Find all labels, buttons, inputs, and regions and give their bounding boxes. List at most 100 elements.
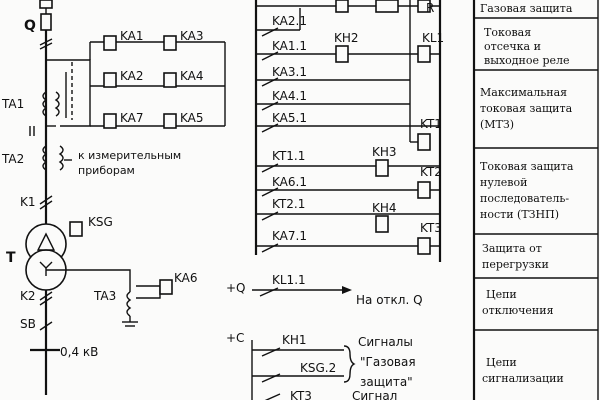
coil-kh4-label: KH4 xyxy=(372,201,397,215)
coil-kt2 xyxy=(417,181,431,199)
relay-ka3 xyxy=(163,35,177,51)
coil-kt1-label: KT1 xyxy=(420,117,442,131)
contact-ka2-1-label: KA2.1 xyxy=(272,14,307,28)
legend-row-4-line-0: Защита от xyxy=(482,242,542,255)
sb-label: SB xyxy=(20,317,36,331)
sig-text1-line2: "Газовая xyxy=(360,355,416,369)
contact-ka1-1-label: KA1.1 xyxy=(272,39,307,53)
contact-kl1-1-label: KL1.1 xyxy=(272,273,306,287)
contact-ka7-1 xyxy=(261,243,279,253)
contact-ka7-1-label: KA7.1 xyxy=(272,229,307,243)
disconnector-mark xyxy=(39,38,53,46)
k2-label: K2 xyxy=(20,289,36,303)
contact-ka3-1 xyxy=(261,77,279,87)
legend-row-2-line-2: (МТЗ) xyxy=(480,118,514,131)
ka6-loop xyxy=(136,285,161,299)
legend-row-5-line-1: отключения xyxy=(482,304,554,317)
k2-mark xyxy=(39,296,53,306)
contact-row-ka7-1: KA7.1 KT3 xyxy=(256,221,442,255)
relay-ksg-label: KSG xyxy=(88,215,113,229)
ta3-coil xyxy=(126,291,132,317)
contact-ka1-1 xyxy=(261,51,279,61)
resistor-r xyxy=(417,0,431,13)
signal-circuit: +C KH1 KSG.2 Сигналы "Газовая защита" KT… xyxy=(226,331,416,400)
trip-circuit: +Q KL1.1 На откл. Q xyxy=(226,273,423,307)
relay-ka5-label: KA5 xyxy=(180,111,204,125)
k1-label: K1 xyxy=(20,195,36,209)
contact-kt3-label: KT3 xyxy=(290,389,312,400)
trip-arrow xyxy=(342,286,352,294)
legend-row-6-line-1: сигнализации xyxy=(482,372,564,385)
coil-top xyxy=(335,0,349,13)
legend-row-2-line-0: Максимальная xyxy=(480,86,567,99)
contact-ka5-1 xyxy=(261,123,279,133)
contact-ka2-1 xyxy=(261,27,279,37)
breaker-label: Q xyxy=(24,18,36,34)
contact-ka4-1 xyxy=(261,101,279,111)
ta1-coil xyxy=(42,91,48,117)
contact-kt1-1 xyxy=(261,163,279,173)
contact-kh1-label: KH1 xyxy=(282,333,307,347)
contact-ka4-1-label: KA4.1 xyxy=(272,89,307,103)
contact-ksg-2 xyxy=(261,373,281,383)
relay-ksg xyxy=(69,221,83,237)
contact-row-kt2-1: KT2.1 KH4 xyxy=(256,197,440,233)
trip-bus-label: +Q xyxy=(226,281,246,295)
relay-ka1 xyxy=(103,35,117,51)
contact-row-ka4-1: KA4.1 xyxy=(256,89,410,111)
ta3-label: TA3 xyxy=(93,289,116,303)
legend-table: Газовая защита Токовая отсечка и выходно… xyxy=(472,0,599,400)
coil-kt3-label: KT3 xyxy=(420,221,442,235)
contact-kt1-1-label: KT1.1 xyxy=(272,149,305,163)
relay-ka5 xyxy=(163,113,177,129)
contact-ka6-1-label: KA6.1 xyxy=(272,175,307,189)
k1-mark xyxy=(39,195,53,205)
ta2-coil-2 xyxy=(58,145,64,171)
ta1-coil-2 xyxy=(54,91,60,117)
coil-kl1 xyxy=(417,45,431,63)
legend-row-2-line-1: токовая защита xyxy=(480,102,573,115)
coil-kh3 xyxy=(375,159,389,177)
legend-row-1-line-2: выходное реле xyxy=(484,54,570,67)
contact-kl1-1 xyxy=(259,287,279,297)
bus-stub xyxy=(39,0,53,9)
disconnector-mark xyxy=(39,42,53,50)
contact-kt2-1 xyxy=(261,211,279,221)
contact-row-ka5-1: KA5.1 KT1 xyxy=(256,111,442,151)
coil-kh2-label: KH2 xyxy=(334,31,359,45)
signal-brace xyxy=(343,345,356,383)
legend-row-1-line-0: Токовая xyxy=(484,26,531,39)
signal-bus-label: +C xyxy=(226,331,244,345)
contact-row-ka1-1: KA1.1 KH2 KL1 xyxy=(256,0,444,126)
contact-row-ka3-1: KA3.1 xyxy=(256,65,410,87)
coil-kh4 xyxy=(375,215,389,233)
coil-kh3-label: KH3 xyxy=(372,145,397,159)
legend-row-1-line-1: отсечка и xyxy=(484,40,541,53)
primary-scheme: Q TA1 KA1 KA3 KA2 KA4 KA7 KA5 xyxy=(1,0,226,395)
trip-text: На откл. Q xyxy=(356,293,423,307)
relay-ka3-label: KA3 xyxy=(180,29,204,43)
relay-ka7-label: KA7 xyxy=(120,111,144,125)
ta2-label: TA2 xyxy=(1,152,24,166)
relay-ka6 xyxy=(159,279,173,295)
contact-kt3 xyxy=(264,393,281,400)
contact-ka3-1-label: KA3.1 xyxy=(272,65,307,79)
contact-row-ka2-1: KA2.1 xyxy=(256,8,307,37)
ta1-label: TA1 xyxy=(1,97,24,111)
contact-ksg-2-label: KSG.2 xyxy=(300,361,336,375)
contact-kt2-1-label: KT2.1 xyxy=(272,197,305,211)
coil-kt3 xyxy=(417,237,431,255)
contact-kh1 xyxy=(261,347,281,357)
secondary-scheme: R KA2.1 KA1.1 KH2 KL1 KA3.1 KA4.1 xyxy=(226,0,444,400)
coil-kt2-label: KT2 xyxy=(420,165,442,179)
legend-row-0-line-0: Газовая защита xyxy=(480,2,573,15)
relay-ka7 xyxy=(103,113,117,129)
ta2-note-line2: приборам xyxy=(78,164,135,177)
sig-text1-line1: Сигналы xyxy=(358,335,413,349)
legend-row-6-line-0: Цепи xyxy=(486,356,517,369)
transformer-label: T xyxy=(6,250,16,266)
relay-ka2 xyxy=(103,72,117,88)
relay-ka4-label: KA4 xyxy=(180,69,204,83)
